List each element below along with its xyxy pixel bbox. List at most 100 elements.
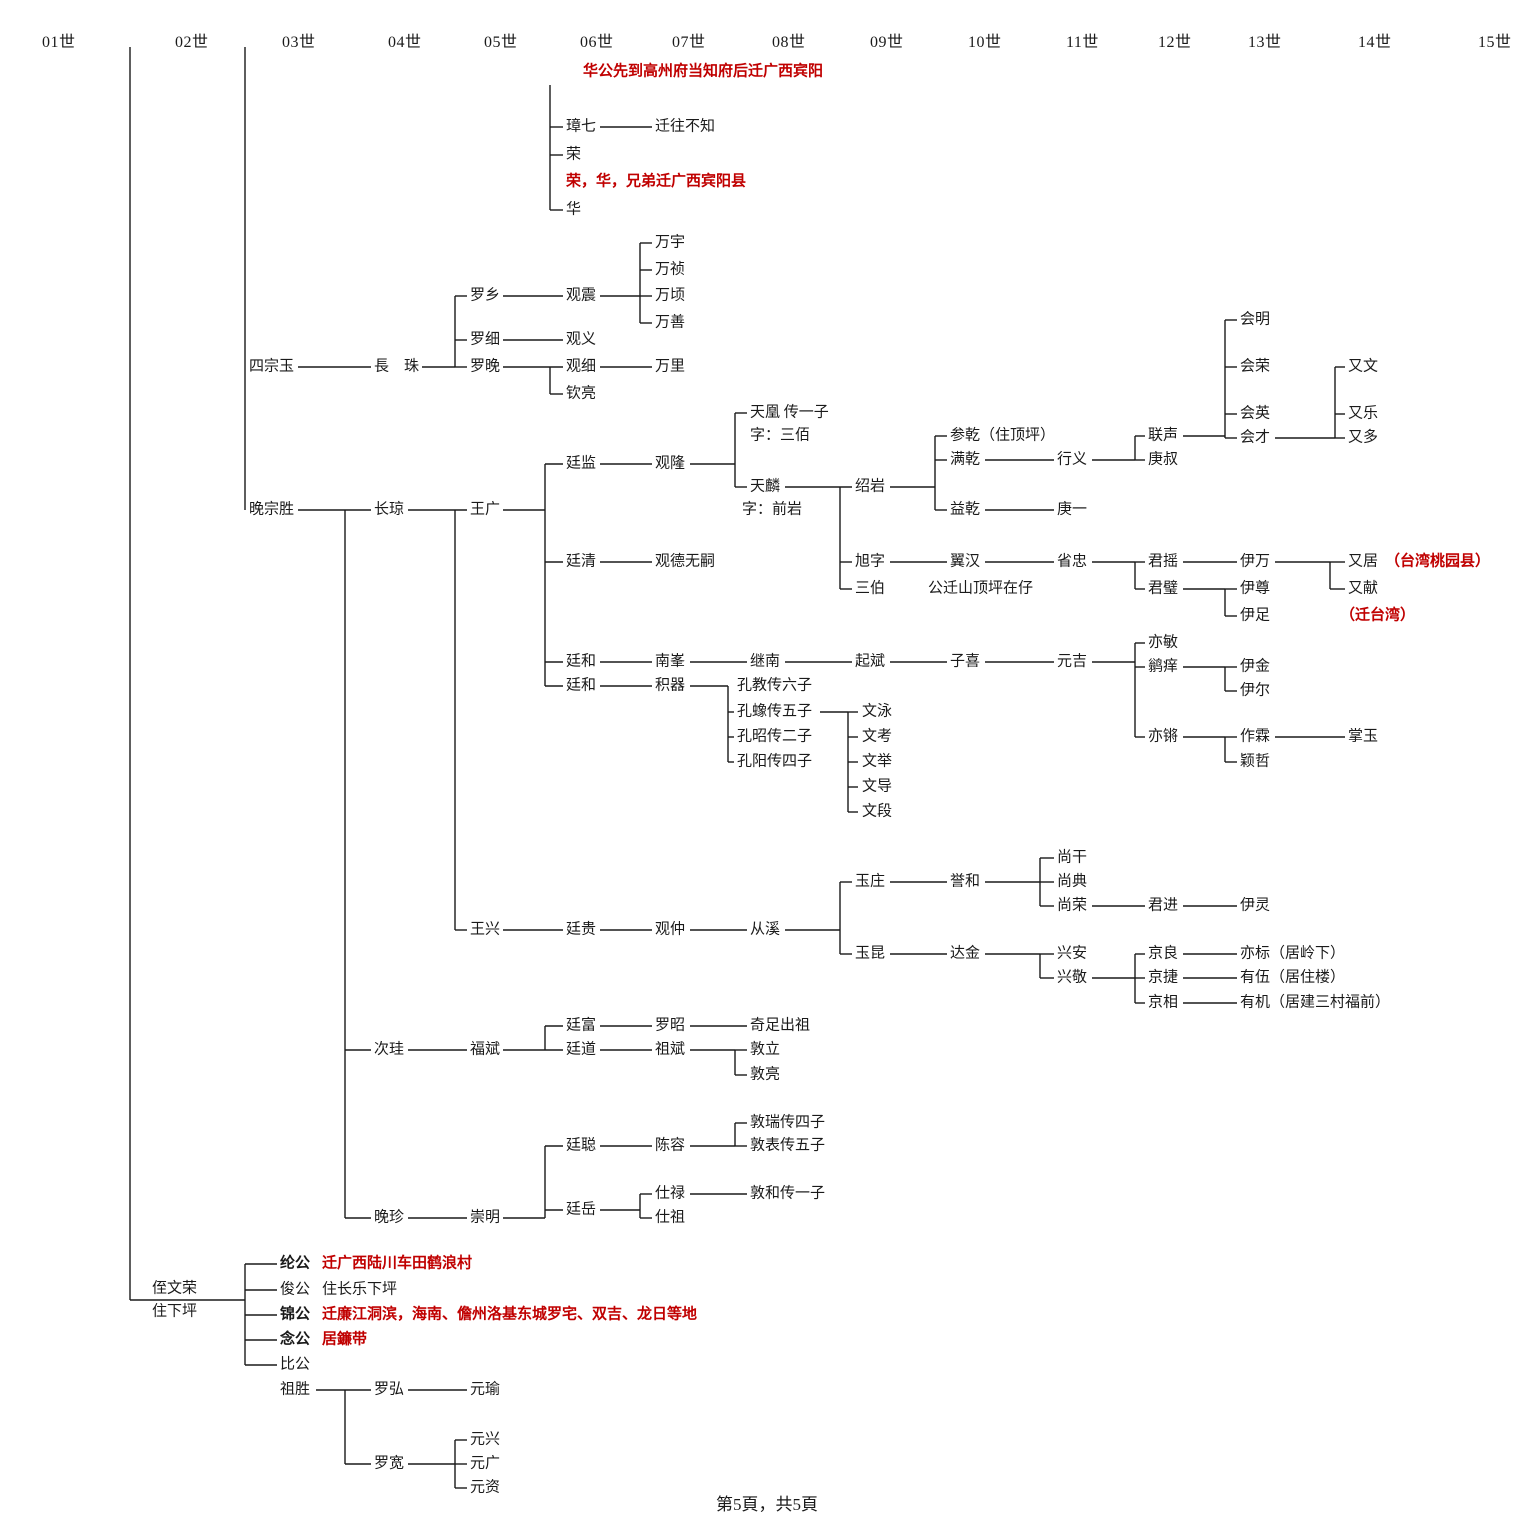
person-name: 廷和	[566, 677, 597, 694]
migration-note: （台湾桃园县）	[1385, 553, 1491, 570]
person-name: 迁往不知	[655, 118, 716, 135]
person-name: 廷和	[566, 653, 597, 670]
person-name: 晚珍	[374, 1209, 405, 1226]
person-name: 公迁山顶坪在仔	[928, 580, 1034, 597]
migration-note: 居鐮带	[322, 1331, 368, 1348]
person-name: 亦标（居岭下）	[1240, 945, 1346, 962]
person-name: 元广	[470, 1455, 501, 1472]
person-name: 尚干	[1057, 849, 1088, 866]
person-name: 万宇	[655, 234, 686, 251]
person-name: 观震	[566, 287, 597, 304]
person-name: 廷聪	[566, 1137, 597, 1154]
person-name: 旭字	[855, 553, 886, 570]
person-name: 敦立	[750, 1041, 781, 1058]
person-name: 伊尔	[1240, 682, 1271, 699]
person-name: 罗昭	[655, 1017, 686, 1034]
person-name: 起斌	[855, 653, 886, 670]
person-name: 钦亮	[566, 385, 597, 402]
person-name: 璋七	[566, 118, 597, 135]
person-name: 王兴	[470, 921, 501, 938]
person-name: 元兴	[470, 1431, 501, 1448]
person-name: 又献	[1348, 580, 1379, 597]
person-name: 联声	[1148, 427, 1179, 444]
person-name: 亦敏	[1148, 634, 1179, 651]
person-name: 福斌	[470, 1041, 501, 1058]
person-name: 四宗玉	[249, 358, 295, 375]
person-name: 颖哲	[1240, 753, 1271, 770]
generation-label: 03世	[282, 34, 316, 51]
person-name: 京捷	[1148, 969, 1179, 986]
migration-note: 荣，华，兄弟迁广西宾阳县	[566, 173, 747, 190]
person-name: 罗晚	[470, 358, 501, 375]
person-name: 作霖	[1240, 728, 1271, 745]
person-name: 又多	[1348, 429, 1379, 446]
person-name: 比公	[280, 1356, 311, 1373]
person-name: 达金	[950, 945, 981, 962]
migration-note: （迁台湾）	[1340, 607, 1416, 624]
person-name: 祖斌	[655, 1041, 686, 1058]
person-name: 孔昭传二子	[737, 728, 813, 745]
person-name: 满乾	[950, 451, 981, 468]
person-name: 从溪	[750, 921, 781, 938]
person-name: 观义	[566, 331, 597, 348]
person-name: 廷富	[566, 1017, 597, 1034]
person-name: 华	[566, 201, 582, 218]
person-name: 京良	[1148, 945, 1179, 962]
person-name: 元吉	[1057, 653, 1088, 670]
person-name: 有机（居建三村福前）	[1240, 994, 1391, 1011]
generation-label: 10世	[968, 34, 1002, 51]
person-name: 伊足	[1240, 607, 1271, 624]
person-name: 罗宽	[374, 1455, 405, 1472]
person-name: 敦瑞传四子	[750, 1114, 826, 1131]
person-name: 会英	[1240, 405, 1271, 422]
generation-label: 07世	[672, 34, 706, 51]
generation-label: 15世	[1478, 34, 1512, 51]
person-name: 住长乐下坪	[322, 1281, 398, 1298]
person-name: 元瑜	[470, 1381, 501, 1398]
person-name: 天麟	[750, 478, 781, 495]
person-name: 廷清	[566, 553, 597, 570]
person-name: 益乾	[950, 501, 981, 518]
person-name: 有伍（居住楼）	[1240, 969, 1346, 986]
person-name: 奇足出祖	[750, 1017, 811, 1034]
person-name: 玉庄	[855, 873, 886, 890]
generation-label: 11世	[1066, 34, 1099, 51]
person-name: 掌玉	[1348, 728, 1379, 745]
person-name: 纶公	[280, 1255, 311, 1272]
person-name: 念公	[280, 1331, 311, 1348]
generation-label: 12世	[1158, 34, 1192, 51]
person-name: 子喜	[950, 653, 981, 670]
person-name: 廷道	[566, 1041, 597, 1058]
person-name: 尚典	[1057, 873, 1088, 890]
person-name: 罗弘	[374, 1381, 405, 1398]
person-name: 万顷	[655, 287, 686, 304]
person-name: 庚叔	[1148, 451, 1179, 468]
generation-label: 01世	[42, 34, 76, 51]
person-name: 字：前岩	[742, 501, 803, 518]
person-name: 仕祖	[655, 1209, 686, 1226]
person-name: 继南	[750, 653, 781, 670]
person-name: 伊万	[1240, 553, 1271, 570]
generation-label: 02世	[175, 34, 209, 51]
migration-note: 迁广西陆川车田鹤浪村	[322, 1255, 473, 1272]
person-name: 观德无嗣	[655, 553, 716, 570]
person-name: 文举	[862, 753, 893, 770]
generation-label: 13世	[1248, 34, 1282, 51]
person-name: 长琼	[374, 501, 405, 518]
person-name: 观细	[566, 358, 597, 375]
person-name: 伊金	[1240, 658, 1271, 675]
person-name: 伊尊	[1240, 580, 1271, 597]
migration-note: 迁廉江洞滨，海南、儋州洛基东城罗宅、双吉、龙日等地	[322, 1306, 698, 1323]
person-name: 尚荣	[1057, 897, 1088, 914]
person-name: 南峯	[655, 653, 686, 670]
person-name: 观隆	[655, 455, 686, 472]
person-name: 仕禄	[655, 1185, 686, 1202]
person-name: 亦锵	[1148, 728, 1179, 745]
person-name: 侄文荣	[152, 1280, 198, 1297]
person-name: 陈容	[655, 1137, 686, 1154]
person-name: 罗细	[470, 331, 501, 348]
person-name: 观仲	[655, 921, 686, 938]
person-name: 玉昆	[855, 945, 886, 962]
